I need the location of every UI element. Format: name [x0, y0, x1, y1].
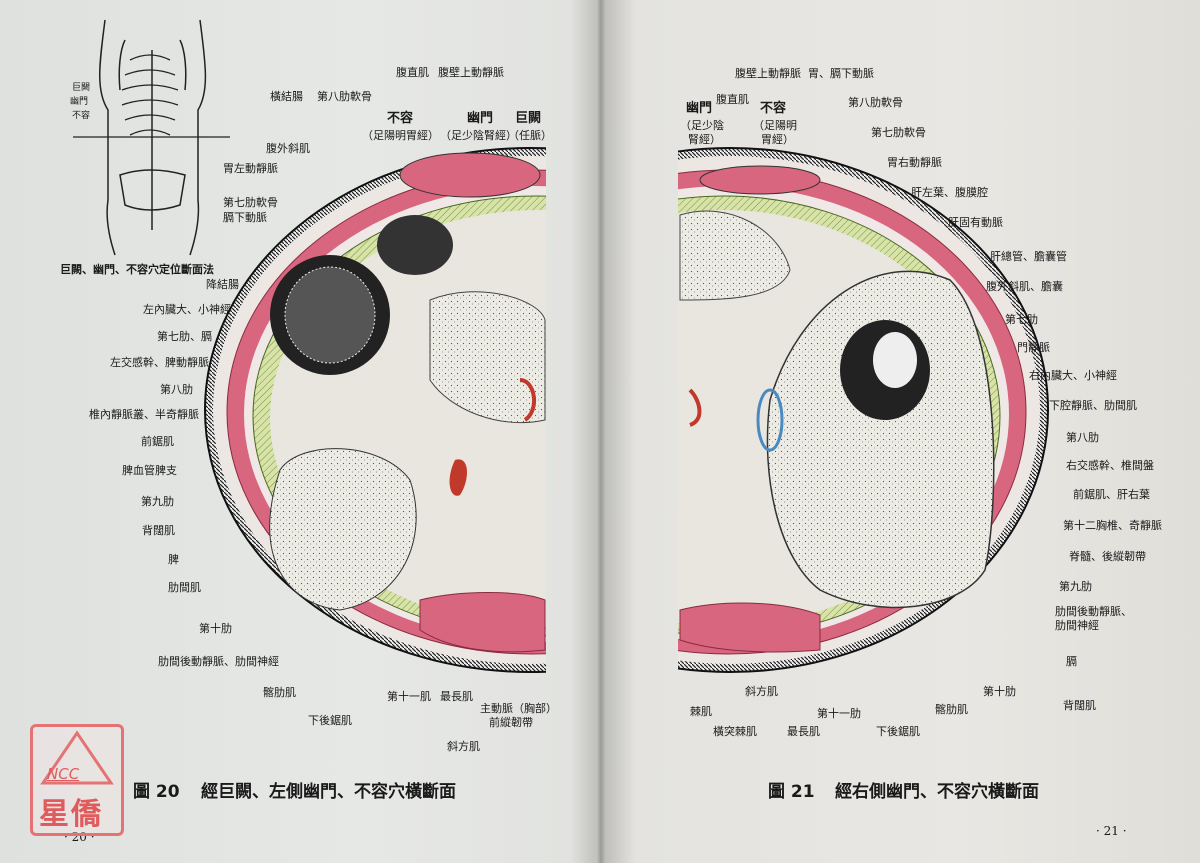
meridian-label: 腎經） — [688, 133, 721, 146]
meridian-label: 胃經） — [761, 133, 794, 146]
left-cross-section — [204, 147, 546, 673]
label: 膈 — [1066, 655, 1077, 668]
meridian-label: （足陽明 — [753, 119, 797, 132]
label: 腹直肌 — [396, 66, 429, 79]
acupoint-label: 幽門 — [467, 111, 494, 126]
torso-skeleton-inset — [73, 19, 230, 256]
label: 第七肋、膈 — [157, 330, 212, 343]
right-cross-section — [678, 147, 1049, 673]
label: 背闊肌 — [142, 524, 175, 537]
label: 肝固有動脈 — [948, 216, 1003, 229]
label: 下後鋸肌 — [876, 725, 920, 738]
label: 第九肋 — [1059, 580, 1092, 593]
label: 腹壁上動靜脈 — [735, 67, 801, 80]
meridian-label: （任脈） — [508, 129, 552, 142]
label: 椎內靜脈叢、半奇靜脈 — [89, 408, 199, 421]
meridian-label: （足少陰腎經） — [440, 129, 517, 142]
label: 腹外斜肌、膽囊 — [986, 280, 1063, 293]
triangle-logo-icon — [40, 730, 114, 785]
label: 脾 — [168, 553, 179, 566]
label: 最長肌 — [787, 725, 820, 738]
label: 棘肌 — [690, 705, 712, 718]
label: 腹壁上動靜脈 — [438, 66, 504, 79]
label: 降結腸 — [206, 278, 239, 291]
label: 第十二胸椎、奇靜脈 — [1063, 519, 1162, 532]
label: 第八肋 — [1066, 431, 1099, 444]
label: 主動脈（胸部） — [480, 702, 557, 715]
figure-21-number: 圖 21 — [768, 782, 815, 802]
label: 第八肋軟骨 — [848, 96, 903, 109]
label: 第八肋 — [160, 383, 193, 396]
label: 肋間後動靜脈、 — [1055, 605, 1132, 618]
label: 腹直肌 — [716, 93, 749, 106]
label: 門靜脈 — [1017, 341, 1050, 354]
book-gutter — [596, 0, 606, 863]
acupoint-label: 巨闕 — [515, 111, 542, 126]
acupoint-label: 不容 — [387, 111, 414, 126]
page-number-right: · 21 · — [1096, 824, 1127, 838]
label: 第七肋 — [1005, 313, 1038, 326]
label: 肋間肌 — [168, 581, 201, 594]
label: 橫結腸 — [270, 90, 303, 103]
label: 左內臟大、小神經 — [143, 303, 231, 316]
label: 胃左動靜脈 — [223, 162, 278, 175]
label: 第七肋軟骨 — [223, 196, 278, 209]
label: 第八肋軟骨 — [317, 90, 372, 103]
label: 肋間神經 — [1055, 619, 1099, 632]
meridian-label: （足陽明胃經） — [362, 129, 439, 142]
label: 胃、膈下動脈 — [808, 67, 874, 80]
label: 左交感幹、脾動靜脈 — [110, 356, 209, 369]
label: 橫突棘肌 — [713, 725, 757, 738]
label: 肝左葉、腹膜腔 — [911, 186, 988, 199]
inset-label-burong: 不容 — [72, 111, 91, 121]
watermark-chinese: 星僑 — [39, 797, 103, 832]
label: 第十肋 — [983, 685, 1016, 698]
label: 脊髓、後縱韌帶 — [1069, 550, 1146, 563]
watermark-latin: NCC — [47, 765, 80, 783]
meridian-label: （足少陰 — [680, 119, 724, 132]
label: 腹外斜肌 — [266, 142, 310, 155]
figure-20-number: 圖 20 — [133, 782, 180, 802]
label: 前鋸肌 — [141, 435, 174, 448]
label: 右交感幹、椎間盤 — [1066, 459, 1154, 472]
label: 斜方肌 — [745, 685, 778, 698]
label: 下後鋸肌 — [308, 714, 352, 727]
figure-20-title: 經巨闕、左側幽門、不容穴橫斷面 — [201, 782, 456, 802]
label: 胃右動靜脈 — [887, 156, 942, 169]
label: 斜方肌 — [447, 740, 480, 753]
label: 前鋸肌、肝右葉 — [1073, 488, 1150, 501]
label: 脾血管脾支 — [122, 464, 177, 477]
inset-caption: 巨闕、幽門、不容穴定位斷面法 — [60, 263, 214, 276]
inset-label-youmen: 幽門 — [70, 97, 89, 107]
label: 第十一肋 — [817, 707, 861, 720]
label: 肋間後動靜脈、肋間神經 — [158, 655, 279, 668]
label: 髂肋肌 — [263, 686, 296, 699]
label: 第十一肌 — [387, 690, 431, 703]
inset-label-jujue: 巨闕 — [72, 83, 91, 93]
label: 髂肋肌 — [935, 703, 968, 716]
acupoint-label: 幽門 — [686, 101, 713, 116]
label: 肝總管、膽囊管 — [990, 250, 1067, 263]
acupoint-label: 不容 — [760, 101, 787, 116]
ncc-watermark-logo: NCC 星僑 — [30, 724, 124, 836]
label: 第九肋 — [141, 495, 174, 508]
label: 右內臟大、小神經 — [1029, 369, 1117, 382]
label: 第七肋軟骨 — [871, 126, 926, 139]
label: 膈下動脈 — [223, 211, 267, 224]
figure-21-title: 經右側幽門、不容穴橫斷面 — [835, 782, 1039, 802]
label: 前縱韌帶 — [489, 716, 533, 729]
label: 背闊肌 — [1063, 699, 1096, 712]
label: 下腔靜脈、肋間肌 — [1049, 399, 1137, 412]
label: 最長肌 — [440, 690, 473, 703]
label: 第十肋 — [199, 622, 232, 635]
